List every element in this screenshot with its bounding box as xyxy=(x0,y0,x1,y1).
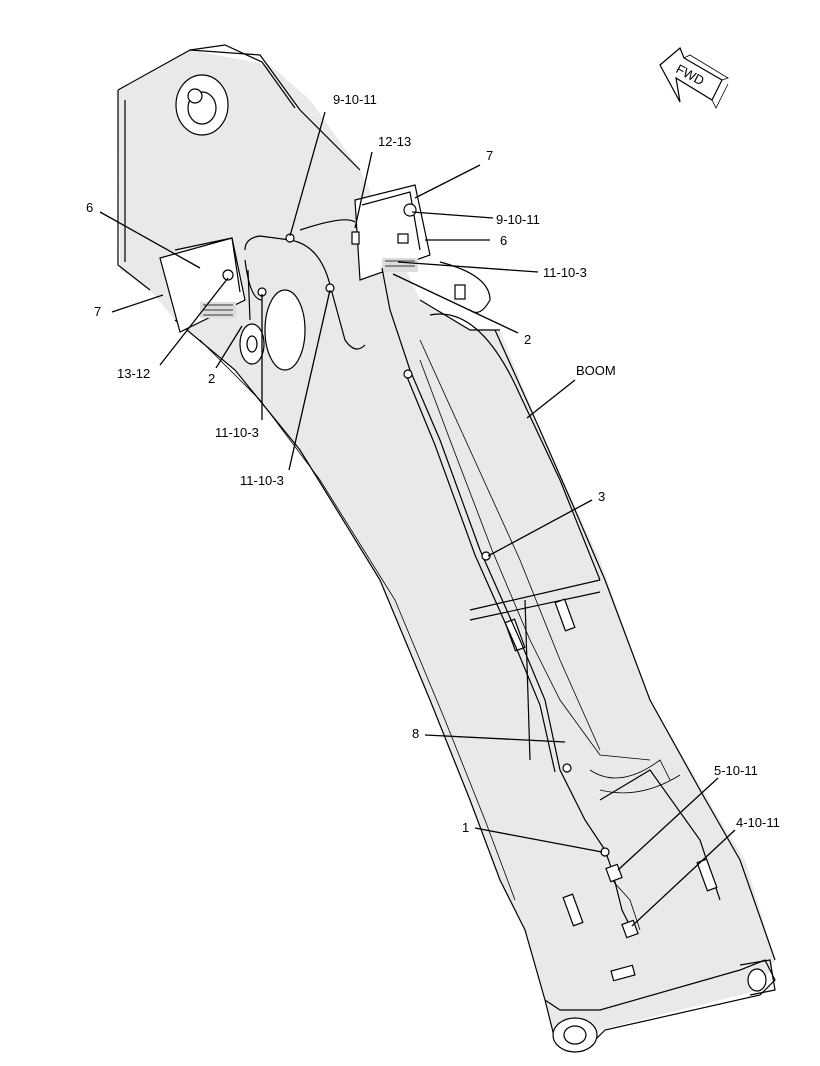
callout-1: 1 xyxy=(462,820,469,835)
callout-2-left: 2 xyxy=(208,371,215,386)
callout-12-13: 12-13 xyxy=(378,134,411,149)
callout-13-12: 13-12 xyxy=(117,366,150,381)
callout-9-10-11-top: 9-10-11 xyxy=(333,92,377,107)
callout-labels: 9-10-11 12-13 7 9-10-11 6 11-10-3 2 6 7 … xyxy=(86,92,780,835)
callout-9-10-11-right: 9-10-11 xyxy=(496,212,540,227)
callout-boom: BOOM xyxy=(576,363,616,378)
left-lamp-housing xyxy=(159,237,306,371)
callout-4-10-11: 4-10-11 xyxy=(736,815,780,830)
callout-6-right: 6 xyxy=(500,233,507,248)
callout-6-left: 6 xyxy=(86,200,93,215)
callout-7-left: 7 xyxy=(94,304,101,319)
fwd-arrow: FWD xyxy=(659,47,729,109)
callout-2-right: 2 xyxy=(524,332,531,347)
callout-11-10-3-lower: 11-10-3 xyxy=(240,473,284,488)
callout-3: 3 xyxy=(598,489,605,504)
callout-7-right: 7 xyxy=(486,148,493,163)
callout-5-10-11: 5-10-11 xyxy=(714,763,758,778)
callout-11-10-3-right: 11-10-3 xyxy=(543,265,587,280)
callout-11-10-3-mid: 11-10-3 xyxy=(215,425,259,440)
boom-body xyxy=(117,44,776,1053)
leader-lines xyxy=(99,111,736,927)
right-lamp-housing xyxy=(351,184,491,313)
callout-8: 8 xyxy=(412,726,419,741)
wiring-harness xyxy=(244,219,651,939)
